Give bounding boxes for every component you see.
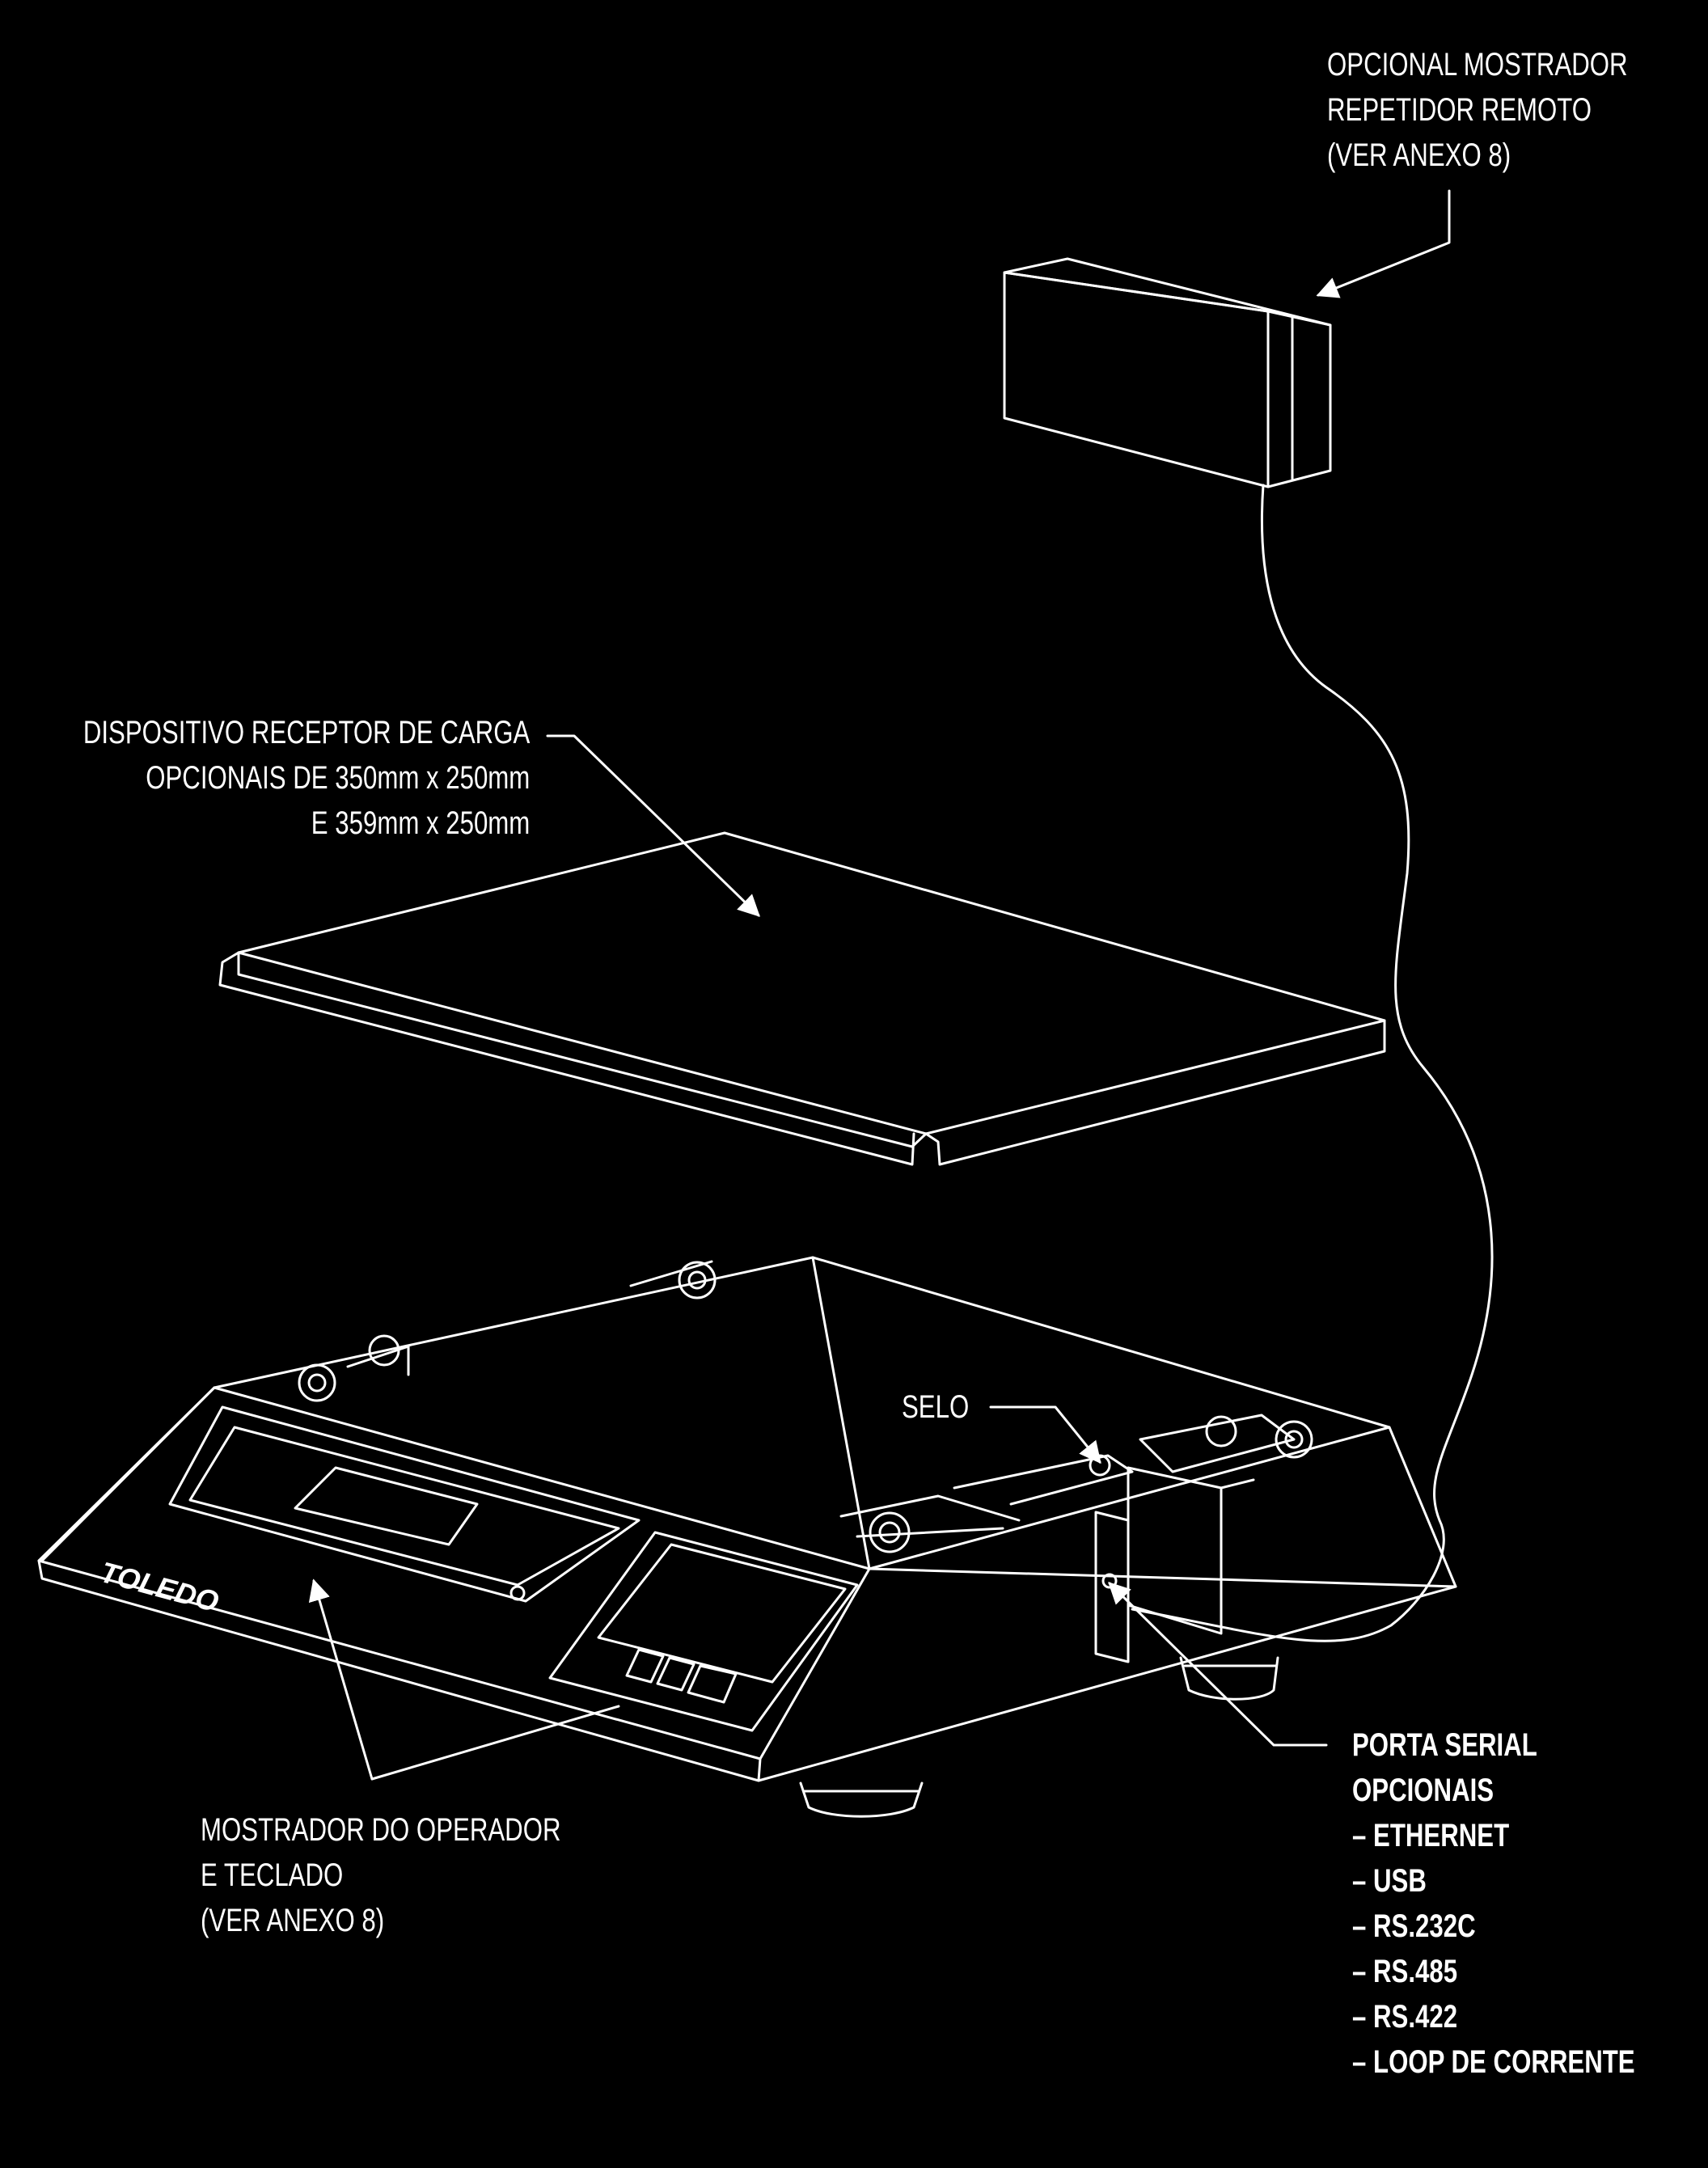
remote-display-cable <box>1131 484 1494 1642</box>
scale-base <box>37 1256 1457 1818</box>
load-receiver-platform <box>218 831 1386 1166</box>
seal-leader <box>989 1405 1101 1464</box>
remote-display-leader <box>1316 189 1451 298</box>
remote-display-box <box>1003 257 1332 488</box>
platform-label: DISPOSITIVO RECEPTOR DE CARGA OPCIONAIS … <box>82 715 530 841</box>
operator-display-leader-1 <box>308 1578 374 1781</box>
seal-label: SELO <box>902 1389 970 1425</box>
platform-leader <box>546 734 760 917</box>
serial-port-label: PORTA SERIAL OPCIONAIS – ETHERNET – USB … <box>1352 1727 1635 2080</box>
operator-display-label: MOSTRADOR DO OPERADOR E TECLADO (VER ANE… <box>201 1812 561 1938</box>
serial-port-leader <box>1108 1582 1328 1747</box>
toledo-logo: TOLEDO <box>97 1555 222 1618</box>
operator-display-leader-2 <box>370 1705 620 1781</box>
remote-display-label: OPCIONAL MOSTRADOR REPETIDOR REMOTO (VER… <box>1327 47 1628 173</box>
